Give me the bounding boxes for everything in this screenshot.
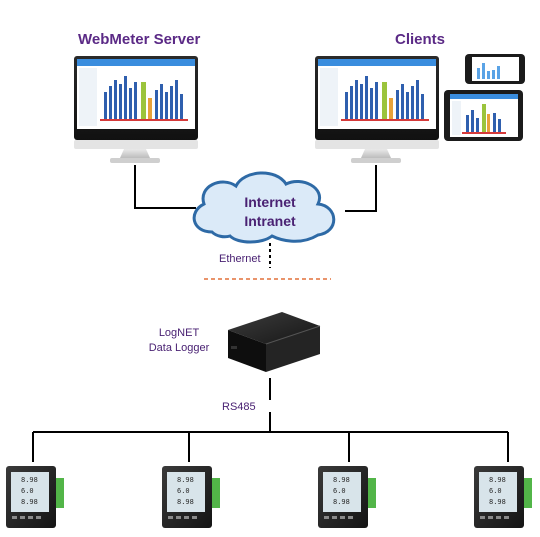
data-logger-box-icon: [228, 312, 321, 372]
server-monitor-icon: [74, 56, 198, 163]
svg-text:8.98: 8.98: [489, 476, 506, 484]
tablet-icon: [444, 90, 523, 141]
svg-text:8.98: 8.98: [333, 498, 350, 506]
svg-text:8.98: 8.98: [21, 498, 38, 506]
connection-lines: [32, 165, 509, 462]
rs485-label: RS485: [222, 401, 256, 413]
svg-text:6.0: 6.0: [489, 487, 502, 495]
server-title: WebMeter Server: [78, 31, 201, 48]
logger-label: LogNET Data Logger: [144, 326, 214, 356]
power-meter-icon: 8.98 6.0 8.98: [6, 466, 64, 528]
cloud-label-line2: Intranet: [244, 213, 296, 229]
svg-text:8.98: 8.98: [177, 498, 194, 506]
ethernet-label: Ethernet: [219, 253, 261, 265]
logger-label-line2: Data Logger: [148, 342, 210, 354]
clients-title: Clients: [395, 31, 446, 48]
svg-text:6.0: 6.0: [177, 487, 190, 495]
svg-text:6.0: 6.0: [333, 487, 346, 495]
svg-text:8.98: 8.98: [489, 498, 506, 506]
client-monitor-icon: [315, 56, 439, 163]
logger-label-line1: LogNET: [158, 327, 200, 339]
power-meter-icon: 8.98 6.0 8.98: [318, 466, 376, 528]
power-meter-icon: 8.98 6.0 8.98: [162, 466, 220, 528]
svg-text:6.0: 6.0: [21, 487, 34, 495]
power-meter-icon: 8.98 6.0 8.98: [474, 466, 532, 528]
server-to-cloud-line: [134, 165, 196, 209]
svg-text:8.98: 8.98: [333, 476, 350, 484]
cloud-label: Internet Intranet: [230, 193, 310, 231]
clients-to-cloud-line: [345, 165, 377, 212]
smartphone-icon: [465, 54, 525, 84]
cloud-icon: [192, 171, 336, 244]
cloud-label-line1: Internet: [244, 194, 296, 210]
svg-text:8.98: 8.98: [177, 476, 194, 484]
svg-text:8.98: 8.98: [21, 476, 38, 484]
